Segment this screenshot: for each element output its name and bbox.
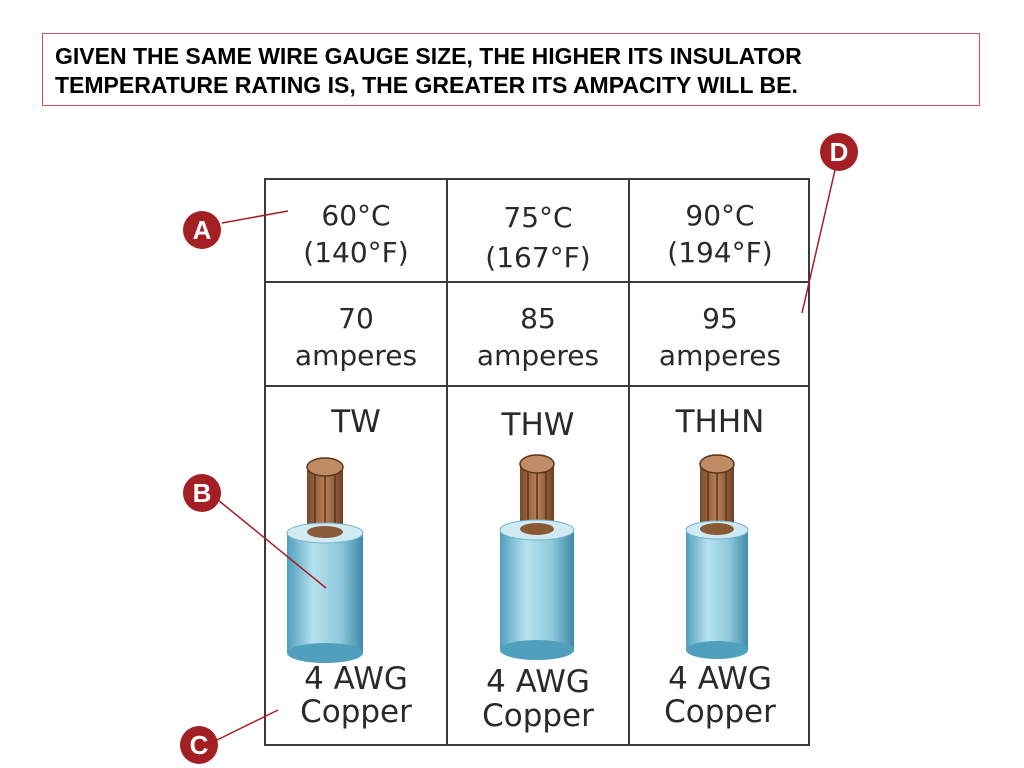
wire-size-label: 4 AWG (304, 661, 408, 697)
ampacity-value: 70 (338, 302, 374, 335)
ampacity-value: 85 (520, 302, 556, 335)
wire-type-label: TW (331, 404, 381, 440)
ampacity-unit: amperes (476, 339, 600, 372)
wire-type-label: THW (501, 407, 575, 443)
temp-fahrenheit: (140°F) (303, 236, 409, 269)
wire-type-label: THHN (675, 404, 765, 440)
tw-wire-icon (286, 457, 364, 663)
wire-table (264, 178, 810, 746)
wire-size-label: 4 AWG (486, 664, 590, 700)
thw-wire-icon (499, 454, 575, 660)
ampacity-unit: amperes (658, 339, 782, 372)
headline-line-1: GIVEN THE SAME WIRE GAUGE SIZE, THE HIGH… (55, 43, 802, 69)
temp-celsius: 75°C (503, 201, 573, 234)
ampacity-value: 95 (702, 302, 738, 335)
callout-b-badge: B (183, 474, 221, 512)
wire-material-label: Copper (482, 698, 594, 734)
row-divider (264, 385, 810, 387)
headline-line-2: TEMPERATURE RATING IS, THE GREATER ITS A… (55, 72, 798, 98)
temp-fahrenheit: (194°F) (667, 236, 773, 269)
callout-c-badge: C (180, 726, 218, 764)
callout-d-badge: D (820, 133, 858, 171)
callout-d-leader (801, 169, 836, 314)
ampacity-unit: amperes (294, 339, 418, 372)
column-divider (628, 178, 630, 746)
temp-celsius: 60°C (321, 199, 391, 232)
wire-material-label: Copper (664, 694, 776, 730)
thhn-wire-icon (685, 454, 749, 659)
callout-a-leader (221, 210, 289, 224)
callout-b-leader (217, 499, 327, 589)
temp-fahrenheit: (167°F) (485, 241, 591, 274)
row-divider (264, 281, 810, 283)
wire-size-label: 4 AWG (668, 661, 772, 697)
wire-material-label: Copper (300, 694, 412, 730)
callout-c-leader (214, 709, 279, 742)
column-divider (446, 178, 448, 746)
headline-box: GIVEN THE SAME WIRE GAUGE SIZE, THE HIGH… (42, 33, 980, 106)
callout-a-badge: A (183, 211, 221, 249)
temp-celsius: 90°C (685, 199, 755, 232)
